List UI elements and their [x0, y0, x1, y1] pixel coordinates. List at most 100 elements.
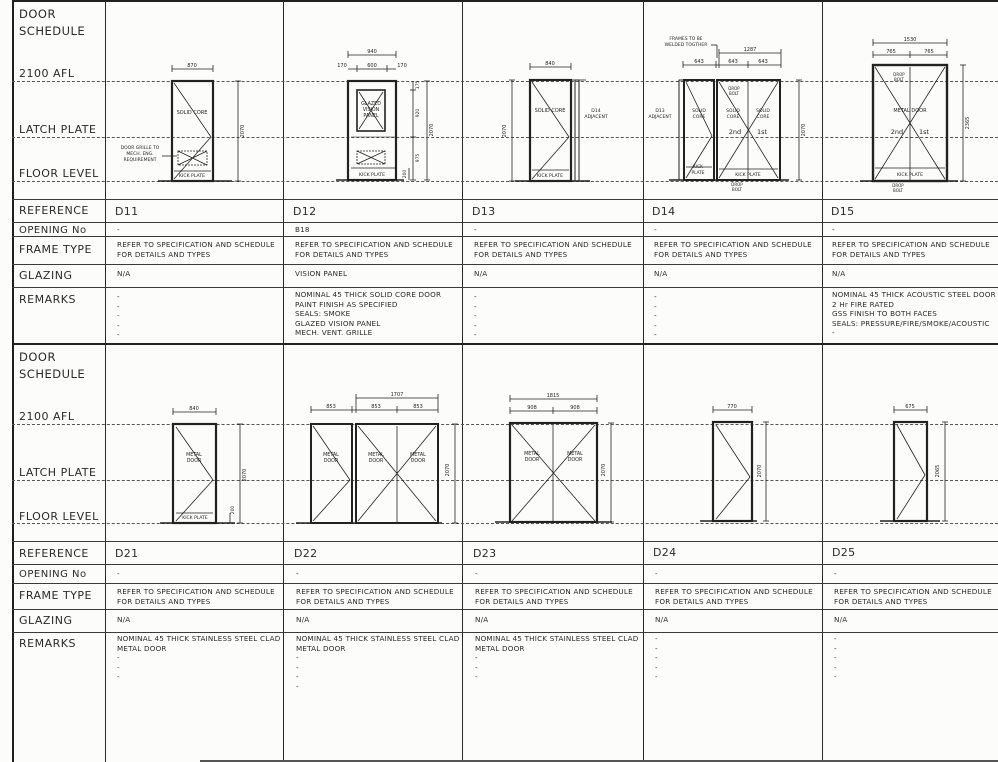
remarks-value: ----- [654, 292, 657, 340]
opening-value: - [654, 225, 657, 234]
svg-text:940: 940 [367, 49, 377, 55]
opening-value: - [296, 569, 299, 578]
door-elevation-d14: FRAMES TO BE WELDED TOGTHER 1287 643 643… [649, 36, 807, 192]
svg-text:975: 975 [415, 154, 421, 163]
svg-text:KICK PLATE: KICK PLATE [359, 172, 385, 178]
door-elevation-d22: 1707 853 853 853 METAL DOOR METAL DOOR M… [296, 392, 458, 524]
svg-text:870: 870 [187, 63, 197, 69]
svg-text:KICK PLATE: KICK PLATE [537, 173, 563, 179]
svg-text:METAL: METAL [323, 452, 339, 458]
row-label-reference: REFERENCE [19, 204, 89, 217]
heading-line: DOOR [19, 7, 56, 21]
svg-text:2070: 2070 [242, 469, 248, 482]
heading-line: DOOR [19, 350, 56, 364]
glazing-value: N/A [832, 269, 846, 278]
heading-line: SCHEDULE [19, 367, 86, 381]
svg-text:643: 643 [728, 59, 738, 65]
svg-text:D13: D13 [655, 108, 664, 114]
glazing-value: VISION PANEL [295, 269, 348, 278]
row-label-opening: OPENING No [19, 569, 87, 580]
svg-text:CORE: CORE [757, 114, 770, 120]
svg-text:WELDED TOGTHER: WELDED TOGTHER [665, 42, 708, 48]
grid-line [12, 222, 998, 223]
svg-text:PANEL: PANEL [363, 113, 378, 119]
svg-text:200: 200 [402, 170, 408, 179]
grid-line [12, 287, 998, 288]
opening-value: B18 [295, 225, 310, 234]
svg-text:1530: 1530 [904, 37, 917, 43]
door-elevation-d21: 840 METAL DOOR KICK PLATE 2070 200 [160, 406, 248, 525]
svg-text:1707: 1707 [391, 392, 404, 398]
svg-text:765: 765 [924, 49, 934, 55]
svg-text:DROP: DROP [731, 182, 743, 187]
svg-text:MECH. ENG.: MECH. ENG. [126, 151, 153, 157]
level-label-latch-plate: LATCH PLATE [19, 466, 97, 479]
svg-text:920: 920 [415, 109, 421, 118]
glazing-value: N/A [475, 615, 489, 624]
svg-text:SOLID: SOLID [756, 108, 770, 114]
heading-line: SCHEDULE [19, 24, 86, 38]
svg-text:PLATE: PLATE [691, 170, 704, 176]
svg-text:643: 643 [758, 59, 768, 65]
grid-line [822, 0, 823, 762]
svg-text:908: 908 [570, 405, 580, 411]
svg-text:SOLID CORE: SOLID CORE [177, 110, 208, 116]
svg-text:1st: 1st [757, 128, 768, 136]
svg-text:DOOR: DOOR [568, 457, 583, 463]
door-elevation-d15: 1530 765 765 DROP BOLT METAL DOOR 2nd 1s… [860, 37, 971, 193]
door-elevation-d23: 1815 908 908 METAL DOOR METAL DOOR 2070 [495, 393, 614, 524]
svg-text:SOLID: SOLID [726, 108, 740, 114]
svg-text:DOOR: DOOR [411, 458, 426, 464]
level-line-latch-plate [12, 137, 998, 138]
level-line-2100-afl [12, 424, 998, 425]
remarks-value: ----- [655, 634, 658, 682]
grid-line [12, 0, 998, 2]
glazing-value: N/A [655, 615, 669, 624]
svg-text:2nd: 2nd [891, 128, 903, 136]
svg-text:GLAZED: GLAZED [361, 101, 381, 107]
grid-line [12, 583, 998, 584]
svg-text:ADJACENT: ADJACENT [649, 114, 672, 120]
row-label-remarks: REMARKS [19, 637, 76, 650]
svg-text:METAL: METAL [567, 451, 583, 457]
svg-text:908: 908 [527, 405, 537, 411]
svg-text:770: 770 [727, 404, 737, 410]
svg-text:2070: 2070 [801, 124, 807, 137]
svg-text:600: 600 [367, 63, 377, 69]
svg-text:METAL: METAL [368, 452, 384, 458]
svg-text:DROP: DROP [728, 86, 740, 91]
svg-text:840: 840 [545, 61, 555, 67]
svg-text:2070: 2070 [601, 464, 607, 477]
svg-text:853: 853 [413, 404, 423, 410]
svg-text:2070: 2070 [240, 125, 246, 138]
svg-text:KICK PLATE: KICK PLATE [897, 172, 923, 178]
svg-text:METAL: METAL [186, 452, 202, 458]
svg-text:ADJACENT: ADJACENT [584, 114, 608, 120]
opening-value: - [475, 569, 478, 578]
reference-d13: D13 [472, 205, 496, 218]
row-label-glazing: GLAZING [19, 269, 73, 282]
svg-text:FRAMES TO BE: FRAMES TO BE [669, 36, 702, 42]
grid-line [12, 264, 998, 265]
svg-text:840: 840 [189, 406, 199, 412]
grid-line [643, 0, 644, 762]
grid-line [12, 564, 998, 565]
grid-line [105, 0, 106, 762]
svg-text:BOLT: BOLT [894, 77, 905, 82]
schedule-heading: DOOR SCHEDULE [19, 349, 85, 383]
door-elevation-d25: 675 2065 [880, 404, 948, 523]
grid-line [12, 199, 998, 200]
svg-text:1815: 1815 [547, 393, 560, 399]
svg-text:KICK PLATE: KICK PLATE [735, 172, 761, 178]
grid-line [283, 0, 284, 762]
grid-line [200, 760, 998, 762]
svg-text:2365: 2365 [965, 117, 971, 130]
